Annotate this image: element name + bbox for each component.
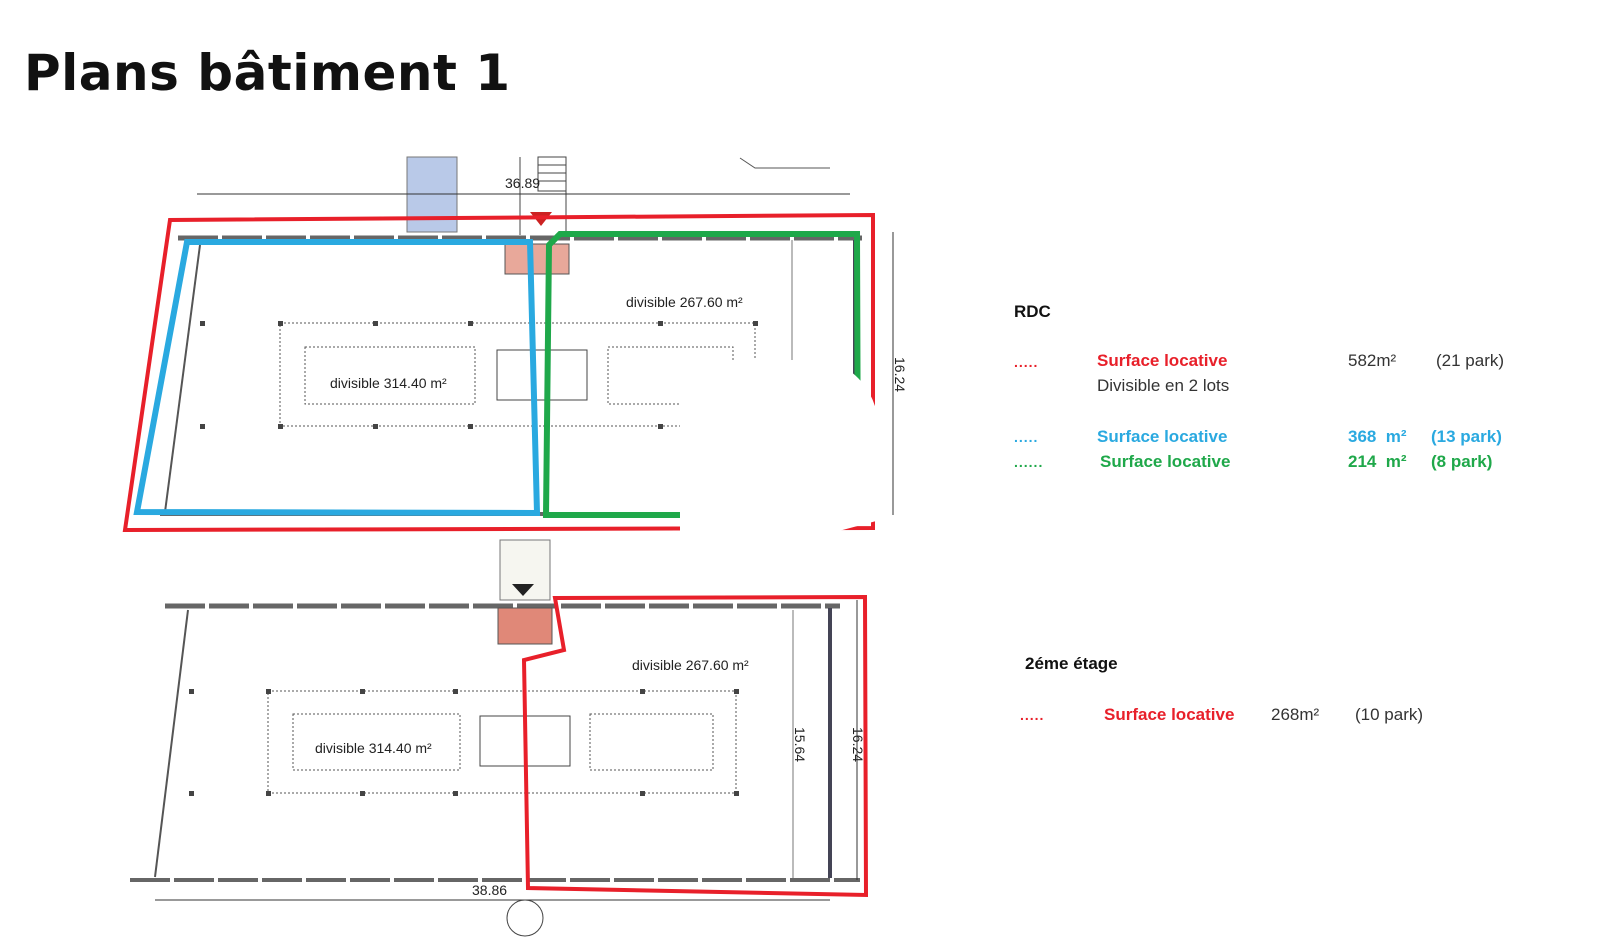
etage-left-lot-label: divisible 314.40 m² [315,740,432,756]
rdc-lot-a-outline [133,239,541,517]
spiral-stair-icon [506,899,544,937]
etage-width-label: 38.86 [472,882,507,898]
rdc-left-lot-label: divisible 314.40 m² [330,375,447,391]
legend-label-red: Surface locative [1097,351,1228,370]
stairs-icon [519,156,567,235]
legend-area-red: 582m² [1348,351,1397,370]
rdc-total-area-outline [122,212,875,533]
legend-label-green: Surface locative [1100,452,1231,471]
legend-label-blue: Surface locative [1097,427,1228,446]
etage-area-outline [521,594,869,898]
legend-label-etage: Surface locative [1104,705,1235,724]
stair-arrow-icon [512,584,534,596]
etage-floor-plan: divisible 314.40 m² divisible 267.60 m² … [130,594,869,937]
legend-marker-red: ..... [1014,354,1039,370]
legend-parking-red: (21 park) [1436,351,1505,370]
rdc-depth-label: 16.24 [892,357,908,392]
etage-heading: 2éme étage [1025,654,1118,673]
rdc-width-label: 36.89 [505,175,540,191]
legend-marker-etage: ..... [1020,707,1045,723]
legend-area-etage: 268m² [1271,705,1320,724]
restroom-icon [496,349,588,401]
etage-inner-depth-label: 15.64 [792,727,808,762]
entrance-hall [504,243,570,275]
legend-area-blue: 368 m² [1348,427,1407,446]
etage-right-lot-label: divisible 267.60 m² [632,657,749,673]
legend-parking-blue: (13 park) [1431,427,1502,446]
rdc-heading: RDC [1014,302,1051,321]
legend-parking-green: (8 park) [1431,452,1493,471]
legend-parking-etage: (10 park) [1355,705,1424,724]
etage-depth-label: 16.24 [850,727,866,762]
legend-marker-blue: ..... [1014,429,1039,445]
rdc-right-lot-label: divisible 267.60 m² [626,294,743,310]
legend-marker-green: ...... [1014,454,1044,470]
legend-note: Divisible en 2 lots [1097,376,1230,395]
entrance-hall [497,607,553,645]
rdc-floor-plan: 36.89 divisible 314.40 m² divisible 267.… [122,156,908,601]
legend-area-green: 214 m² [1348,452,1407,471]
page-title: Plans bâtiment 1 [24,44,511,102]
